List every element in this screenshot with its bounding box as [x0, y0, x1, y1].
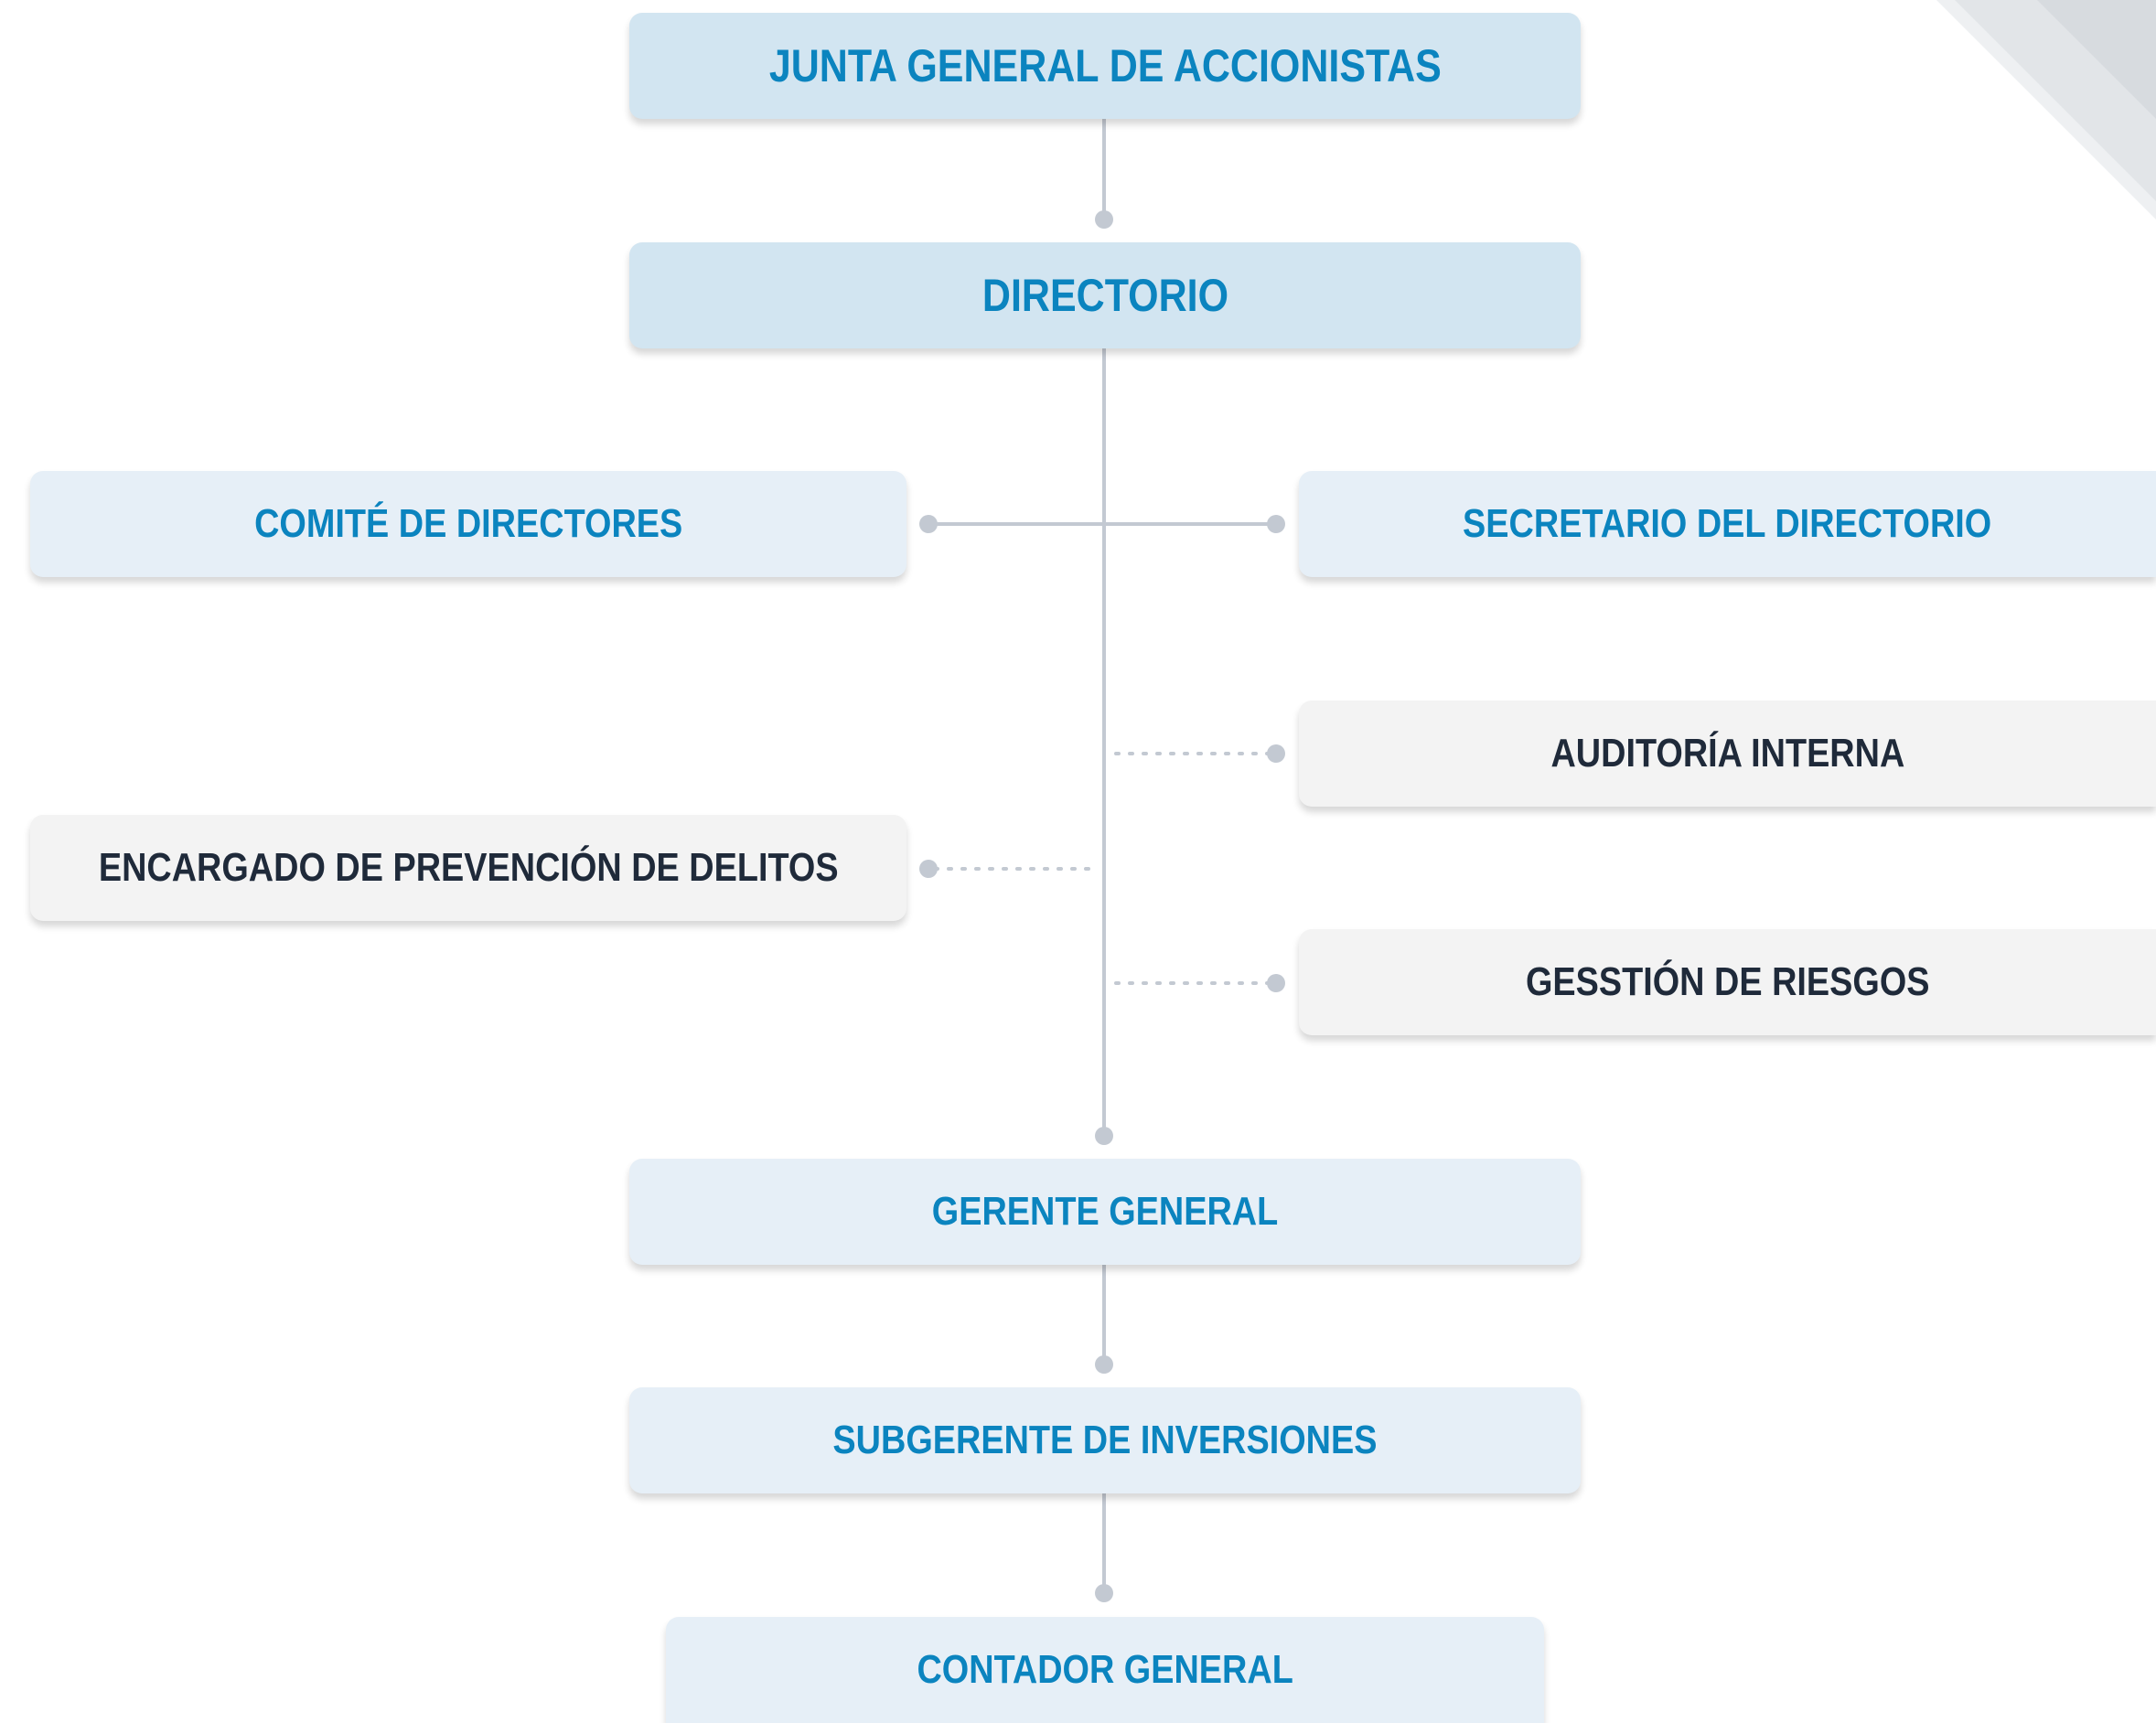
connector-dot	[1095, 1127, 1113, 1145]
connector-dot	[1095, 1584, 1113, 1602]
node-label: SECRETARIO DEL DIRECTORIO	[1463, 501, 1992, 546]
node-label: COMITÉ DE DIRECTORES	[253, 501, 683, 546]
node-label: AUDITORÍA INTERNA	[1550, 731, 1904, 776]
connector-dot	[1267, 515, 1285, 533]
node-subgerente-inversiones: SUBGERENTE DE INVERSIONES	[629, 1387, 1581, 1493]
connector-dot	[919, 515, 938, 533]
node-label: ENCARGADO DE PREVENCIÓN DE DELITOS	[98, 845, 839, 890]
corner-decoration	[1936, 0, 2156, 219]
connector-dot	[1095, 1355, 1113, 1374]
node-junta-general: JUNTA GENERAL DE ACCIONISTAS	[629, 13, 1581, 119]
node-gerente-general: GERENTE GENERAL	[629, 1159, 1581, 1265]
node-label: DIRECTORIO	[981, 270, 1228, 321]
connector-dot	[1267, 744, 1285, 763]
node-directorio: DIRECTORIO	[629, 242, 1581, 348]
connector-dot	[1267, 974, 1285, 992]
node-encargado-prevencion: ENCARGADO DE PREVENCIÓN DE DELITOS	[30, 815, 906, 921]
node-label: CONTADOR GENERAL	[917, 1647, 1293, 1692]
node-gestion-riesgos: GESSTIÓN DE RIESGOS	[1299, 929, 2156, 1035]
node-comite-directores: COMITÉ DE DIRECTORES	[30, 471, 906, 577]
node-label: JUNTA GENERAL DE ACCIONISTAS	[768, 40, 1442, 91]
node-label: SUBGERENTE DE INVERSIONES	[832, 1418, 1378, 1462]
node-label: GESSTIÓN DE RIESGOS	[1525, 959, 1930, 1004]
node-label: GERENTE GENERAL	[931, 1189, 1279, 1234]
node-contador-general: CONTADOR GENERAL	[666, 1617, 1544, 1723]
connector-dot	[919, 860, 938, 878]
node-auditoria-interna: AUDITORÍA INTERNA	[1299, 701, 2156, 807]
connector-dot	[1095, 210, 1113, 229]
node-secretario-directorio: SECRETARIO DEL DIRECTORIO	[1299, 471, 2156, 577]
